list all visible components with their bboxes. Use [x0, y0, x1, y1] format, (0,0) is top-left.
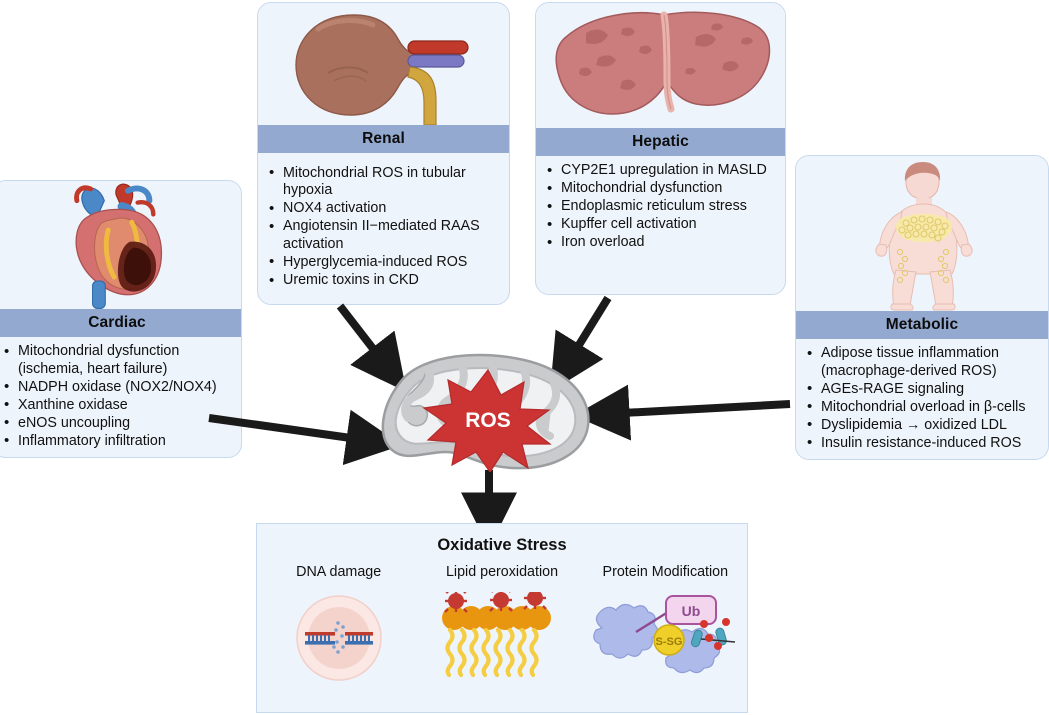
ros-burst-label: ROS [465, 409, 511, 432]
arrow-metabolic-to-ros [573, 384, 791, 441]
kidney-illustration [258, 3, 509, 125]
list-item: Xanthine oxidase [0, 396, 231, 415]
list-item: Kupffer cell activation [542, 216, 775, 234]
outcome-label: DNA damage [296, 564, 382, 580]
list-item: Iron overload [542, 234, 775, 252]
organ-card-metabolic-body: Adipose tissue inflammation (macrophage-… [796, 339, 1048, 459]
outcome-dna-damage[interactable]: DNA damage [257, 564, 420, 685]
lipid-bilayer-illustration [420, 590, 583, 685]
list-item: NOX4 activation [264, 200, 499, 218]
list-item: Mitochondrial overload in β-cells [802, 398, 1038, 417]
cardiac-bullet-list: Mitochondrial dysfunction (ischemia, hea… [0, 342, 231, 451]
organ-card-hepatic-title: Hepatic [536, 128, 785, 156]
list-item: Hyperglycemia-induced ROS [264, 253, 499, 272]
renal-bullet-list: Mitochondrial ROS in tubular hypoxia NOX… [264, 159, 499, 290]
protein-modification-illustration: Ub S-SG [584, 590, 747, 685]
organ-card-hepatic[interactable]: Hepatic CYP2E1 upregulation in MASLD Mit… [535, 2, 786, 295]
list-item: eNOS uncoupling [0, 414, 231, 433]
list-item: Angiotensin II−mediated RAAS activation [264, 218, 499, 253]
oxidative-stress-panel[interactable]: Oxidative Stress DNA damage [256, 523, 748, 713]
list-item: Insulin resistance-induced ROS [802, 434, 1038, 453]
organ-card-metabolic-title: Metabolic [796, 311, 1048, 339]
list-item [264, 159, 499, 164]
organ-card-metabolic[interactable]: Metabolic Adipose tissue inflammation (m… [795, 155, 1049, 460]
organ-card-hepatic-body: CYP2E1 upregulation in MASLD Mitochondri… [536, 156, 785, 260]
organ-card-cardiac-title: Cardiac [0, 309, 241, 337]
ub-tag-label: Ub [682, 603, 701, 619]
dna-damage-illustration [257, 590, 420, 685]
outcome-protein-modification[interactable]: Protein Modification Ub S-SG [584, 564, 747, 685]
list-item: Dyslipidemia → oxidized LDL [802, 416, 1038, 435]
ssg-tag-label: S-SG [656, 636, 683, 648]
list-item: Endoplasmic reticulum stress [542, 198, 775, 216]
mitochondrion-illustration[interactable]: ROS [372, 352, 604, 472]
list-item: CYP2E1 upregulation in MASLD [542, 162, 775, 180]
list-item: NADPH oxidase (NOX2/NOX4) [0, 378, 231, 397]
organ-card-renal-title: Renal [258, 125, 509, 153]
outcome-lipid-peroxidation[interactable]: Lipid peroxidation [420, 564, 583, 685]
metabolic-bullet-list: Adipose tissue inflammation (macrophage-… [802, 344, 1038, 453]
hepatic-bullet-list: CYP2E1 upregulation in MASLD Mitochondri… [542, 162, 775, 252]
organ-card-renal-body: Mitochondrial ROS in tubular hypoxia NOX… [258, 153, 509, 298]
list-item: Inflammatory infiltration [0, 432, 231, 451]
heart-illustration [0, 181, 241, 309]
panel-title: Oxidative Stress [437, 536, 567, 554]
list-item: Uremic toxins in CKD [264, 272, 499, 290]
outcome-label: Protein Modification [602, 564, 729, 580]
obese-body-illustration [796, 156, 1048, 311]
organ-card-renal[interactable]: Renal Mitochondrial ROS in tubular hypox… [257, 2, 510, 305]
list-item: Mitochondrial ROS in tubular hypoxia [264, 164, 499, 200]
list-item: Adipose tissue inflammation (macrophage-… [802, 344, 1038, 380]
organ-card-cardiac-body: Mitochondrial dysfunction (ischemia, hea… [0, 337, 241, 457]
organ-card-cardiac[interactable]: Cardiac Mitochondrial dysfunction (ische… [0, 180, 242, 458]
outcome-label: Lipid peroxidation [445, 564, 559, 580]
list-item: Mitochondrial dysfunction [542, 180, 775, 198]
liver-illustration [536, 3, 785, 128]
list-item: AGEs-RAGE signaling [802, 380, 1038, 399]
list-item: Mitochondrial dysfunction (ischemia, hea… [0, 342, 231, 378]
